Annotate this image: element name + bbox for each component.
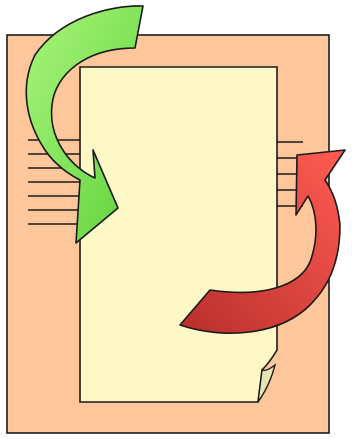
front-sheet [80,67,277,402]
